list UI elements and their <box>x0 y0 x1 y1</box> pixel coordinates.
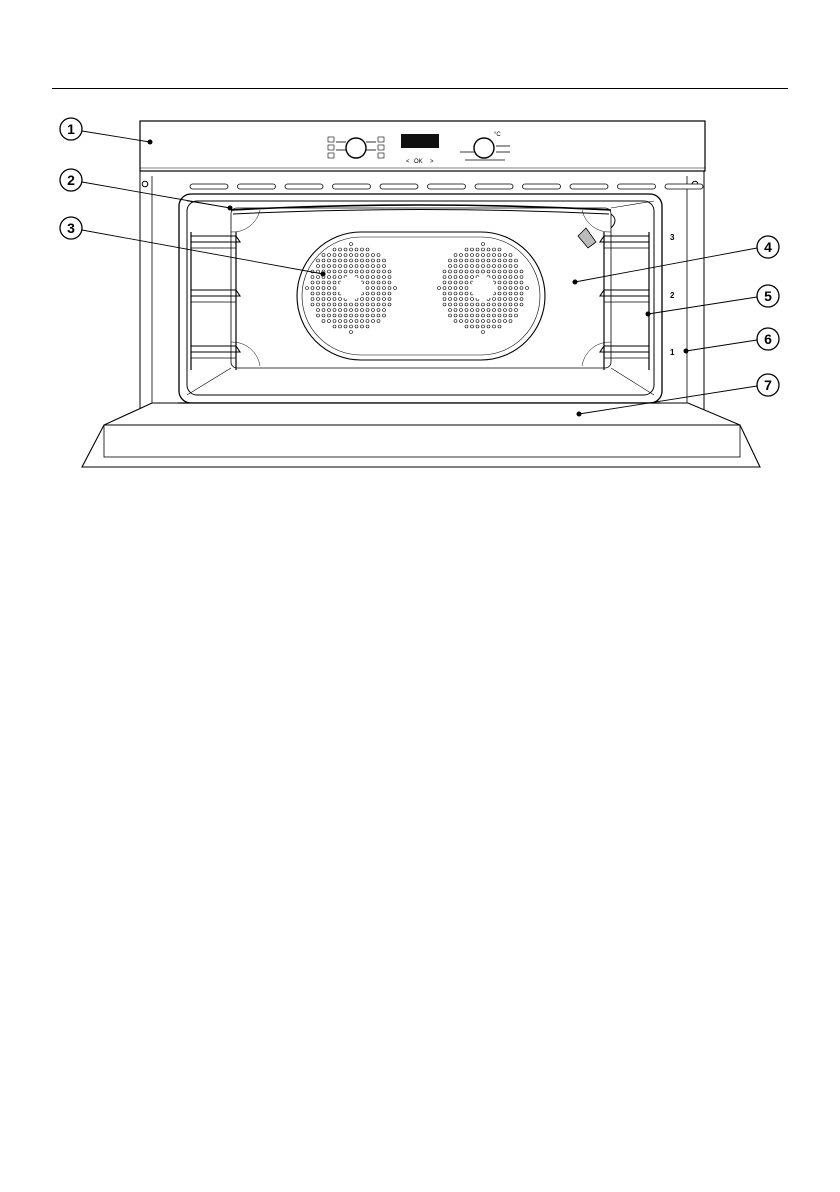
callout-anchor <box>148 140 153 145</box>
display-ok-label: OK <box>414 159 423 165</box>
oven-door <box>82 403 760 467</box>
callout-number: 6 <box>764 331 772 347</box>
callout-6: 6 <box>684 328 780 354</box>
shelf-level-label: 2 <box>670 291 675 300</box>
digital-display <box>401 134 439 148</box>
vent-slot <box>618 184 656 189</box>
callout-number: 1 <box>67 121 75 137</box>
temperature-knob <box>474 138 494 158</box>
air-vents <box>190 184 703 189</box>
left-screw-icon <box>142 181 148 187</box>
callout-anchor <box>646 312 651 317</box>
callout-anchor <box>228 206 233 211</box>
vent-slot <box>190 184 228 189</box>
callout-1: 1 <box>60 118 153 145</box>
shelf-level-label: 3 <box>670 233 675 242</box>
callout-2: 2 <box>60 169 233 211</box>
callout-number: 7 <box>764 377 772 393</box>
shelf-level-numbers: 3 2 1 <box>670 233 675 357</box>
display-next-arrow: > <box>430 159 434 165</box>
vent-slot <box>665 184 703 189</box>
leader-line <box>686 340 757 351</box>
vent-slot <box>285 184 323 189</box>
callout-anchor <box>577 412 582 417</box>
oven-cavity <box>179 194 662 403</box>
shelf-level-label: 1 <box>670 348 675 357</box>
callout-number: 3 <box>67 220 75 236</box>
right-fan-hub <box>471 276 495 300</box>
callout-anchor <box>573 280 578 285</box>
callout-anchor <box>684 349 689 354</box>
vent-slot <box>380 184 418 189</box>
vent-slot <box>475 184 513 189</box>
temperature-unit-label: °C <box>494 132 501 138</box>
vent-slot <box>238 184 276 189</box>
control-panel: < OK > °C <box>140 121 705 171</box>
callout-anchor <box>321 272 326 277</box>
left-fan-hub <box>339 276 363 300</box>
vent-slot <box>570 184 608 189</box>
function-selector-knob <box>346 138 366 158</box>
vent-slot <box>523 184 561 189</box>
callout-number: 5 <box>764 288 772 304</box>
leader-line <box>648 297 757 314</box>
vent-slot <box>428 184 466 189</box>
vent-slot <box>333 184 371 189</box>
oven-illustration: < OK > °C <box>0 0 840 500</box>
callout-5: 5 <box>646 285 780 317</box>
callout-number: 2 <box>67 172 75 188</box>
callout-number: 4 <box>764 239 772 255</box>
display-prev-arrow: < <box>406 159 410 165</box>
